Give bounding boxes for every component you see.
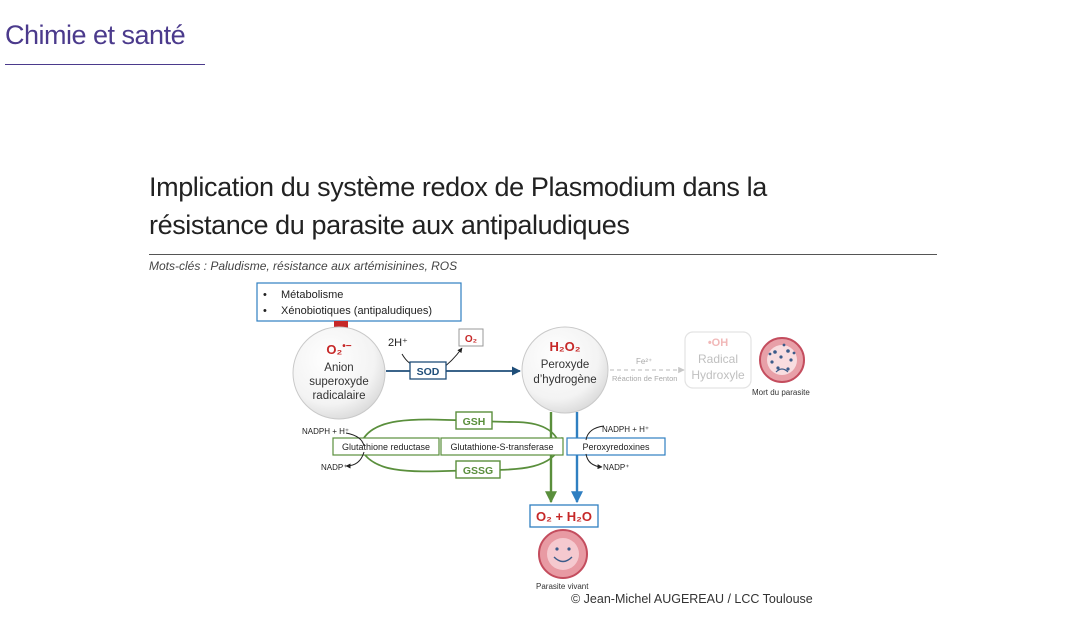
nadph-right-arrow <box>585 425 605 441</box>
nadp-right-arrow <box>585 453 603 470</box>
nadph-left-label: NADPH + H⁺ <box>302 427 349 436</box>
h2o2-formula: H₂O₂ <box>549 339 580 354</box>
input-xenobiotiques: Xénobiotiques (antipaludiques) <box>281 305 432 317</box>
sod-label: SOD <box>417 366 440 378</box>
gssg-box <box>455 460 501 479</box>
o2-box <box>458 328 484 347</box>
article-title: Implication du système redox de Plasmodi… <box>149 168 949 244</box>
keywords: Mots-clés : Paludisme, résistance aux ar… <box>149 259 458 273</box>
hydroxyl-formula: •OH <box>708 337 728 349</box>
gsh-box <box>455 411 493 430</box>
fe-label: Fe²⁺ <box>636 357 652 366</box>
nadp-right-label: NADP⁺ <box>603 463 629 472</box>
fenton-label: Réaction de Fenton <box>612 374 677 383</box>
section-rule <box>5 64 205 65</box>
article-title-line-1: Implication du système redox de Plasmodi… <box>149 172 767 202</box>
enzyme-glutathione-s-transferase: Glutathione-S-transferase <box>450 442 553 452</box>
o2-box-label: O₂ <box>465 334 477 345</box>
death-label: Mort du parasite <box>752 388 810 397</box>
hydroxyl-label-1: Radical <box>698 352 738 366</box>
hydroxyl-node: •OH Radical Hydroxyle <box>684 331 752 389</box>
superoxide-node: O₂•− Anion superoxyde radicalaire <box>292 326 386 420</box>
article-title-line-2: résistance du parasite aux antipaludique… <box>149 210 630 240</box>
hydroxyl-label-2: Hydroxyle <box>691 368 745 382</box>
h2o2-node: H₂O₂ Peroxyde d’hydrogène <box>521 326 609 414</box>
nadp-left-label: NADP⁺ <box>321 463 347 472</box>
title-rule <box>149 254 937 255</box>
alive-label: Parasite vivant <box>536 582 589 591</box>
nadp-left-arrow <box>345 451 365 469</box>
superoxide-formula: O₂•− <box>326 341 351 357</box>
living-parasite-icon <box>538 529 588 579</box>
superoxide-label-2: superoxyde <box>309 376 368 388</box>
nadph-left-arrow <box>345 432 365 447</box>
input-bullet-2: • <box>263 305 267 317</box>
h2o2-label-1: Peroxyde <box>541 359 590 371</box>
two-h-label: 2H⁺ <box>388 337 408 349</box>
section-title: Chimie et santé <box>5 20 186 50</box>
superoxide-label-3: radicalaire <box>312 390 365 402</box>
enzyme-glutathione-reductase: Glutathione reductase <box>342 442 430 452</box>
nadph-right-label: NADPH + H⁺ <box>602 425 649 434</box>
input-metabolisme: Métabolisme <box>281 289 343 301</box>
dead-parasite-icon <box>759 337 805 383</box>
superoxide-label-1: Anion <box>324 362 353 374</box>
input-bullet-1: • <box>263 289 267 301</box>
products-box <box>529 504 599 528</box>
sod-box <box>409 361 447 380</box>
h2o2-label-2: d’hydrogène <box>533 374 596 386</box>
enzyme-peroxyredoxines: Peroxyredoxines <box>582 442 650 452</box>
products-label: O₂ + H₂O <box>536 509 592 524</box>
credit: © Jean-Michel AUGEREAU / LCC Toulouse <box>571 592 813 606</box>
gsh-label: GSH <box>463 416 486 428</box>
gssg-label: GSSG <box>463 465 493 477</box>
inputs-box: • Métabolisme • Xénobiotiques (antipalud… <box>256 282 462 322</box>
enzyme-bar: Glutathione reductase Glutathione-S-tran… <box>332 437 666 456</box>
